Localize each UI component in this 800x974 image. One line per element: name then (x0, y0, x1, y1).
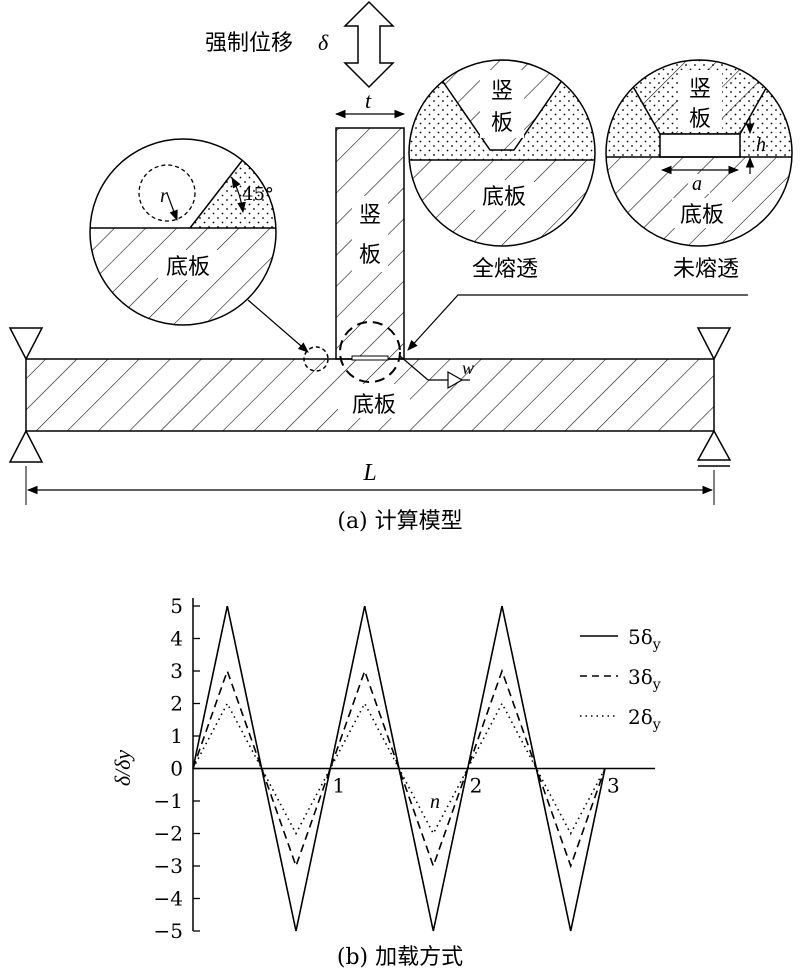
vertical-plate-label-m2: 板 (491, 111, 513, 136)
y-axis-label: δ/δy (110, 750, 135, 787)
chart-axes (192, 598, 655, 931)
legend: 5δy 3δy 2δy (580, 625, 661, 733)
base-plate-label-m: 底板 (482, 185, 526, 210)
chart-ticks: 5 4 3 2 1 0 −1 −2 −3 −4 −5 1 2 3 (154, 594, 620, 943)
vertical-plate-label-m1: 竖 (491, 79, 513, 104)
vertical-plate-label-r2: 板 (689, 107, 711, 132)
h-symbol: h (756, 134, 766, 156)
y-tick-label: −2 (154, 822, 183, 846)
a-symbol: a (692, 173, 702, 195)
L-symbol: L (362, 460, 376, 486)
legend-2dy: 2δy (628, 705, 661, 733)
force-label: 强制位移 (205, 31, 293, 56)
full-penetration-label: 全熔透 (472, 257, 538, 282)
vertical-plate-label-1: 竖 (359, 203, 381, 228)
caption-a: (a) 计算模型 (337, 509, 462, 534)
detail-circle-full-penetration: 竖 板 底板 全熔透 (408, 59, 596, 282)
y-tick-label: 3 (170, 659, 183, 683)
base-plate-label: 底板 (352, 393, 396, 418)
legend-5dy: 5δy (628, 625, 661, 653)
y-tick-label: −5 (154, 919, 183, 943)
y-tick-label: 5 (170, 594, 183, 618)
t-symbol: t (365, 88, 372, 113)
y-tick-label: 4 (170, 627, 183, 651)
partial-penetration-label: 未熔透 (673, 257, 739, 282)
y-tick-label: 2 (170, 692, 183, 716)
delta-symbol: δ (318, 30, 329, 55)
y-tick-label: −1 (154, 789, 183, 813)
loading-chart: 5 4 3 2 1 0 −1 −2 −3 −4 −5 1 2 3 δ/δy n 5δy 3δy 2δy (… (110, 594, 661, 970)
support-right-icon (696, 327, 732, 467)
base-plate-label-r: 底板 (680, 203, 724, 228)
y-tick-label: −4 (154, 887, 183, 911)
x-tick-label: 2 (470, 774, 483, 798)
model-diagram: 强制位移 δ t 竖 板 底板 L (8, 0, 793, 534)
series-line (192, 701, 606, 836)
x-tick-label: 1 (332, 774, 345, 798)
legend-3dy: 3δy (628, 665, 661, 693)
series-line (192, 668, 606, 869)
vertical-plate-label-r1: 竖 (689, 77, 711, 102)
y-tick-label: −3 (154, 854, 183, 878)
vertical-plate-label-2: 板 (359, 243, 381, 268)
x-tick-label: 3 (607, 774, 620, 798)
support-left-icon (8, 327, 44, 463)
double-arrow-icon (343, 0, 395, 89)
chart-series (192, 605, 606, 932)
angle-label: 45° (242, 184, 274, 205)
y-tick-label: 1 (170, 724, 183, 748)
detail-circle-fillet: 底板 r 45° (89, 138, 277, 326)
r-symbol: r (160, 185, 168, 207)
y-tick-label: 0 (170, 757, 183, 781)
base-plate-label-left: 底板 (166, 255, 210, 280)
detail-circle-partial-penetration: 竖 板 a h 底板 未熔透 (605, 59, 793, 282)
w-symbol: w (462, 358, 474, 378)
x-axis-label: n (430, 791, 440, 813)
caption-b: (b) 加载方式 (337, 945, 463, 970)
